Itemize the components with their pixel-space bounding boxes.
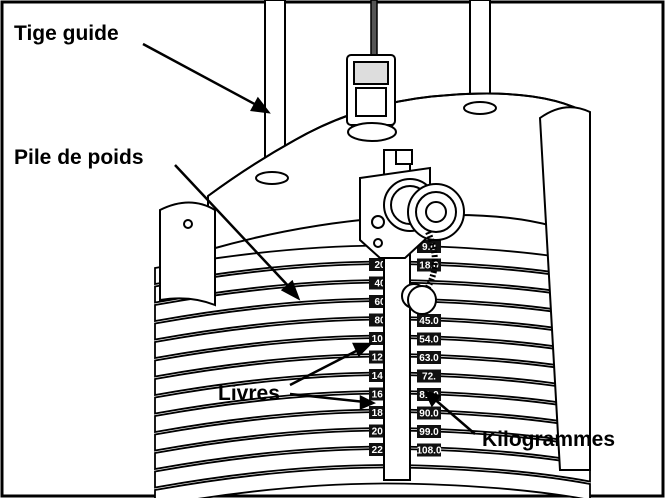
kilogram-marker bbox=[417, 332, 441, 346]
kilogram-value: 9.0 bbox=[422, 242, 436, 253]
right-housing bbox=[538, 106, 591, 471]
kilogram-marker bbox=[417, 443, 441, 457]
weight-plate bbox=[154, 448, 591, 489]
pound-value: 140 bbox=[372, 371, 389, 382]
label-weight-stack: Pile de poids bbox=[14, 146, 144, 169]
kilogram-marker bbox=[417, 369, 441, 383]
label-pounds: Livres bbox=[218, 382, 280, 405]
cable bbox=[370, 0, 378, 63]
kilogram-value: 90.0 bbox=[419, 409, 439, 420]
kilogram-value: 72. bbox=[422, 372, 436, 383]
left-housing bbox=[159, 201, 216, 307]
label-guide-rod: Tige guide bbox=[14, 22, 119, 45]
weight-plate bbox=[154, 466, 591, 498]
label-kilograms: Kilogrammes bbox=[482, 428, 615, 451]
selector-knob bbox=[383, 178, 465, 241]
cable-clamp bbox=[346, 54, 397, 142]
kilogram-value: 108.0 bbox=[416, 446, 441, 457]
kilogram-marker bbox=[417, 406, 441, 420]
weight-plates: 20 40 60 80 100 120 140 160 180 200 220 9.0 18.0 45.0… bbox=[154, 240, 591, 498]
kilogram-value: 45.0 bbox=[419, 316, 439, 327]
kilogram-marker bbox=[417, 314, 441, 327]
pound-value: 20 bbox=[374, 260, 386, 271]
kilogram-marker bbox=[417, 425, 441, 438]
pound-value: 100 bbox=[372, 334, 389, 345]
kilogram-value: 54.0 bbox=[419, 335, 439, 346]
kilogram-value: 63.0 bbox=[419, 353, 439, 364]
selector-pin bbox=[401, 230, 438, 315]
kilogram-marker bbox=[417, 351, 441, 364]
pound-value: 180 bbox=[372, 408, 389, 419]
pound-value: 160 bbox=[372, 390, 389, 401]
kilogram-value: 99.0 bbox=[419, 427, 439, 438]
pound-value: 200 bbox=[372, 427, 389, 438]
pound-value: 80 bbox=[374, 316, 386, 327]
kilogram-value: 18.0 bbox=[419, 261, 439, 272]
guide-rods bbox=[264, 0, 491, 177]
leader-lines bbox=[142, 42, 476, 435]
pound-value: 220 bbox=[372, 445, 389, 456]
pound-value: 60 bbox=[374, 297, 386, 308]
pound-value: 40 bbox=[374, 279, 386, 290]
pound-value: 120 bbox=[372, 353, 389, 364]
